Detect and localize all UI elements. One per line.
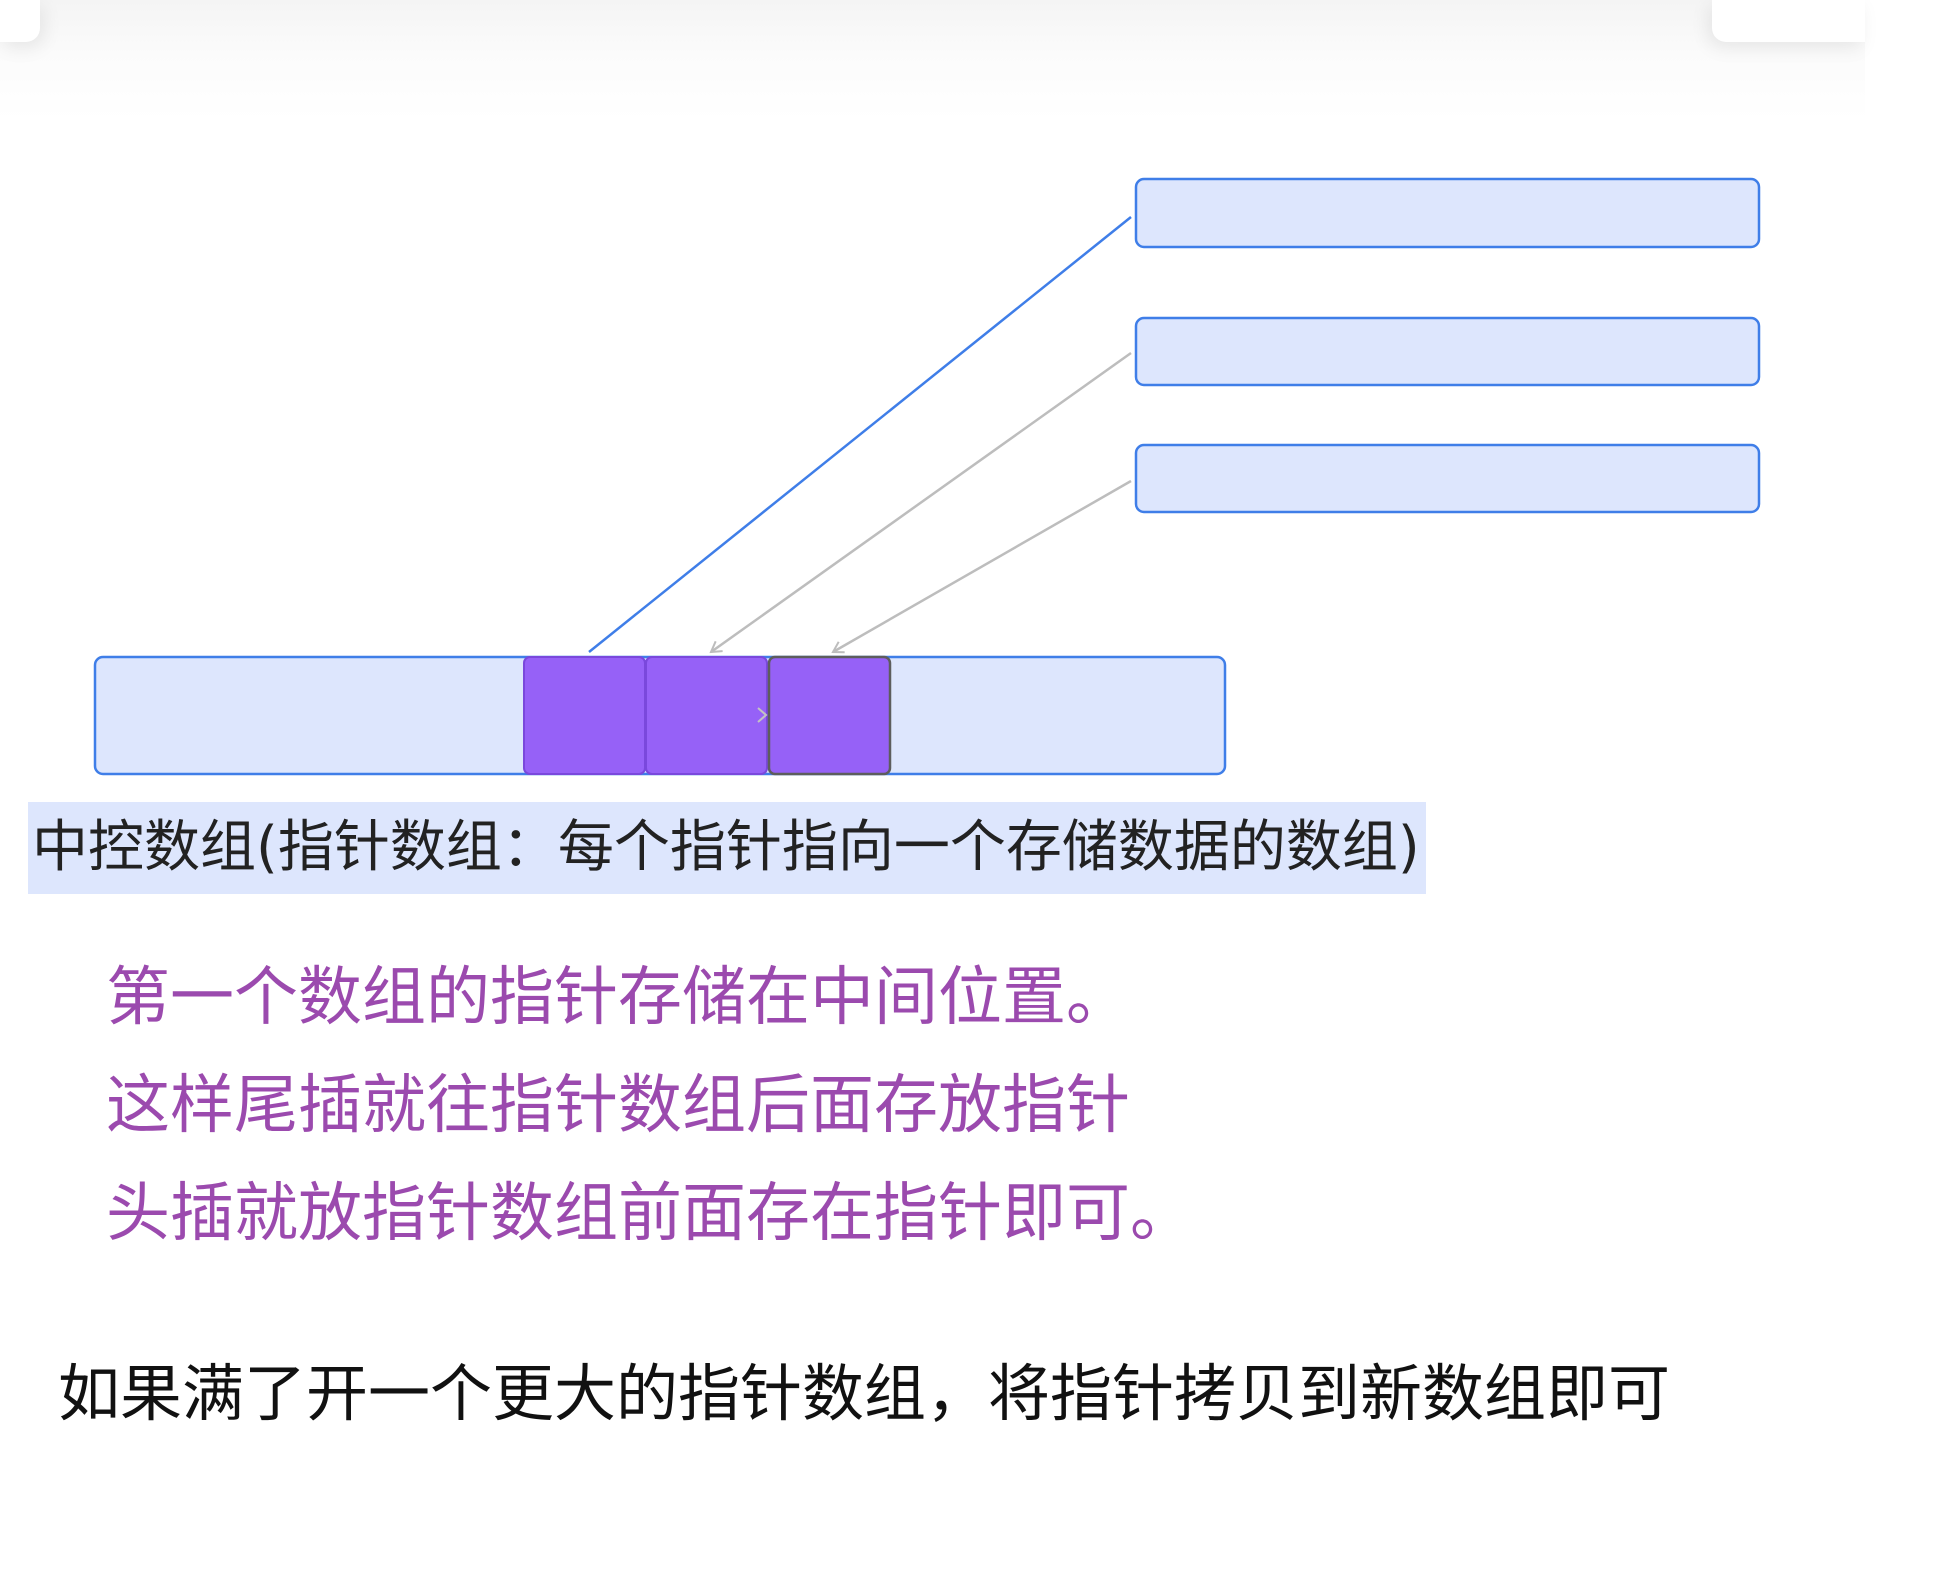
diagram-caption: 中控数组(指针数组：每个指针指向一个存储数据的数组) [28,802,1426,894]
summary-text: 如果满了开一个更大的指针数组，将指针拷贝到新数组即可 [58,1357,1671,1430]
pointer-link-2 [709,351,1132,654]
pointer-cell-2 [645,656,768,775]
top-left-corner [0,0,40,42]
pointer-cell-1 [523,656,646,775]
data-array-block-2 [1134,316,1761,387]
note-line-2: 这样尾插就往指针数组后面存放指针 [106,1069,1130,1143]
pointer-cell-3 [767,655,892,776]
note-line-1: 第一个数组的指针存储在中间位置。 [106,961,1130,1035]
data-array-block-1 [1134,177,1761,249]
pointer-link-3 [831,479,1132,654]
note-line-3: 头插就放指针数组前面存在指针即可。 [106,1177,1194,1251]
top-right-corner [1712,0,1865,42]
small-arrow-icon [757,707,768,723]
data-array-block-3 [1134,443,1761,514]
top-shadow [0,0,1865,120]
pointer-link-1 [588,216,1132,653]
pointer-array-diagram [93,177,1761,776]
